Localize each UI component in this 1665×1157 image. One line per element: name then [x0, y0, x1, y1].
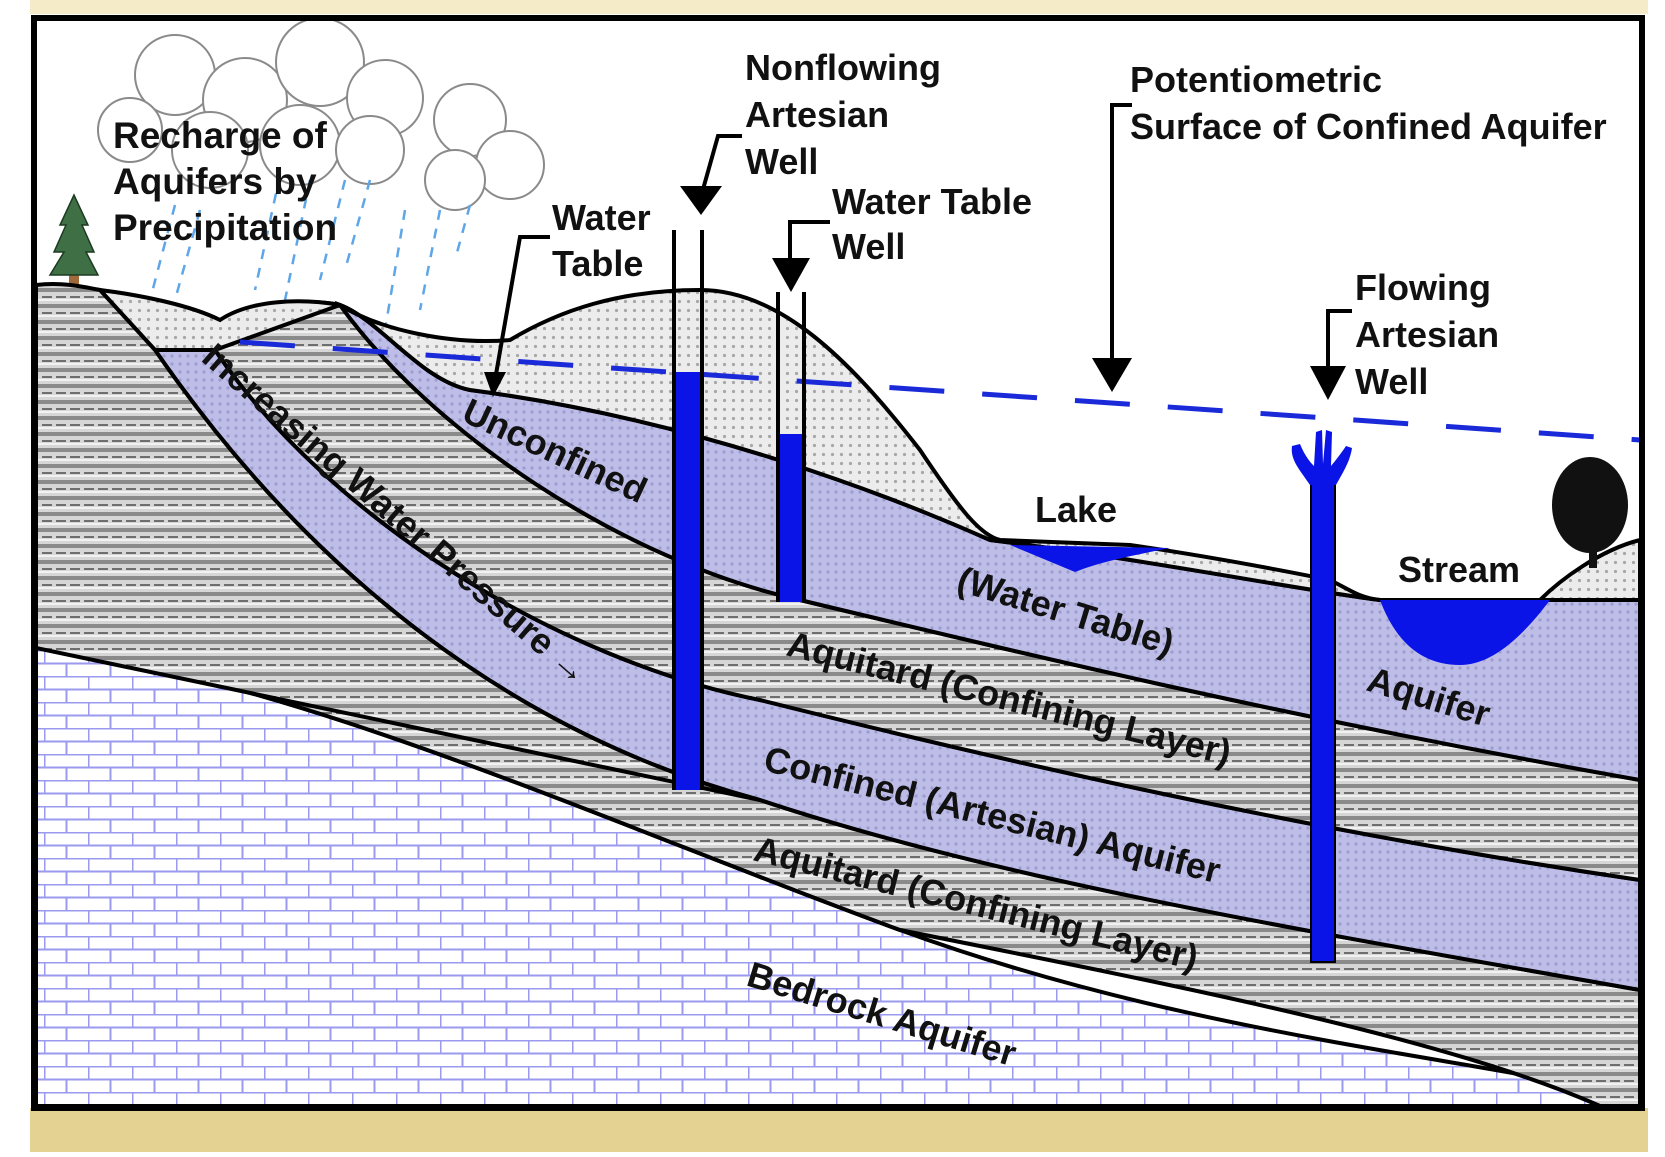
stream — [1380, 600, 1550, 665]
potentiometric-surface-line — [239, 339, 1640, 443]
lake-label: Lake — [1035, 489, 1117, 530]
water-table-well — [776, 292, 806, 602]
cloud-icon — [97, 20, 545, 211]
water-table-label: Water Table — [552, 197, 661, 284]
pine-tree-icon — [48, 193, 100, 285]
unsaturated-zone — [94, 287, 1640, 602]
rain-icon — [148, 174, 472, 331]
nonflowing-artesian-well — [672, 230, 704, 790]
arrow-water-table — [484, 372, 506, 397]
water-table-well-label: Water Table Well — [832, 181, 1042, 267]
flowing-well-label: Flowing Artesian Well — [1355, 267, 1509, 402]
left-surface-clay — [36, 281, 761, 802]
stream-label: Stream — [1398, 549, 1520, 590]
nonflowing-well-label: Nonflowing Artesian Well — [745, 47, 951, 182]
top-band — [30, 0, 1648, 14]
potentiometric-label: Potentiometric Surface of Confined Aquif… — [1130, 59, 1607, 147]
leader-arrows — [493, 103, 1352, 381]
bottom-band — [30, 1108, 1648, 1152]
deciduous-tree-icon — [1552, 457, 1628, 568]
arrow-potentiometric — [1092, 358, 1132, 392]
arrow-nonflowing-well — [680, 186, 722, 215]
arrow-heads — [484, 186, 1346, 400]
flowing-artesian-well — [1291, 430, 1352, 963]
diagram-frame — [31, 15, 1645, 1111]
lake — [1010, 545, 1170, 572]
recharge-label: Recharge of Aquifers by Precipitation — [113, 115, 337, 248]
arrow-flowing-well — [1310, 366, 1346, 400]
arrow-water-table-well — [772, 258, 810, 292]
